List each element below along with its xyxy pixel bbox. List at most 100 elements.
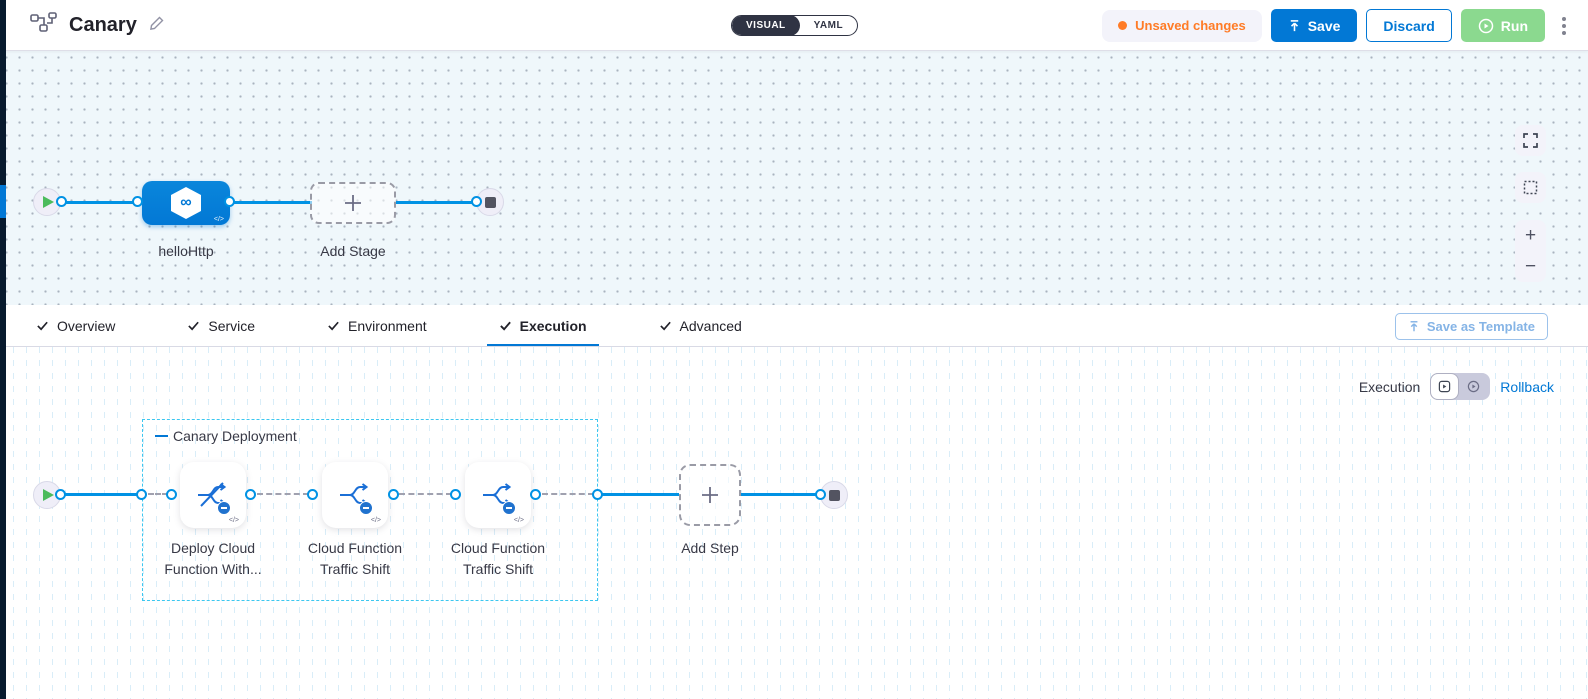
tab-label: Execution [519,317,587,334]
tab-label: Advanced [679,317,742,334]
step-traffic-shift-2[interactable]: </> [465,462,531,528]
check-icon [37,321,48,331]
connector-dot[interactable] [56,196,67,207]
infinity-glyph: ∞ [180,194,192,211]
code-icon: </> [213,216,224,223]
more-options-kebab-icon[interactable] [1554,11,1574,41]
check-icon [328,321,339,331]
toggle-yaml[interactable]: YAML [813,20,844,31]
tab-execution[interactable]: Execution [486,305,599,346]
gcf-badge-icon [217,501,231,515]
code-icon: </> [513,517,524,524]
gcf-badge-icon [359,501,373,515]
plus-icon [345,195,361,211]
rollback-mode-button[interactable] [1459,373,1488,400]
check-icon [188,321,200,331]
connector-line [396,201,477,204]
tab-overview[interactable]: Overview [32,305,119,346]
start-play-icon [43,196,54,208]
upload-icon [1408,320,1420,333]
unsaved-label: Unsaved changes [1135,18,1246,33]
selection-square-icon [1523,180,1538,195]
save-as-template-button[interactable]: Save as Template [1394,313,1548,340]
add-stage-button[interactable] [310,182,396,224]
stop-square-icon [828,489,840,501]
tab-label: Overview [57,317,116,334]
collapse-minus-icon[interactable] [155,434,168,438]
zoom-out-button[interactable]: − [1524,255,1537,277]
connector-dot[interactable] [224,196,235,207]
zoom-controls: + − [1515,220,1546,282]
code-icon: </> [370,517,381,524]
step-group-canary-deployment[interactable]: Canary Deployment [142,419,598,601]
discard-button[interactable]: Discard [1366,9,1452,42]
connector-line [741,493,817,496]
save-label: Save [1307,17,1341,34]
connector-line [602,493,679,496]
connector-dot[interactable] [132,196,143,207]
connector-dot[interactable] [307,489,318,500]
nav-highlight [0,185,6,218]
execution-rollback-toggle [1430,373,1491,400]
connector-dot[interactable] [530,489,541,500]
connector-dot[interactable] [592,489,603,500]
tab-label: Environment [348,317,427,334]
execution-mode-button[interactable] [1430,373,1460,400]
execution-graph-canvas[interactable]: Execution Rollback Canary Deployment [0,347,1588,699]
stage-node-hellohttp[interactable]: ∞ </> [142,181,230,225]
tab-environment[interactable]: Environment [323,305,431,346]
gcf-badge-icon [502,501,516,515]
discard-label: Discard [1383,17,1435,34]
stage-label: helloHttp [158,243,214,259]
dashed-connector [148,493,168,495]
step-traffic-shift-1[interactable]: </> [322,462,388,528]
fullscreen-button[interactable] [1515,125,1546,156]
upload-icon [1288,19,1301,33]
run-button[interactable]: Run [1460,9,1545,42]
run-label: Run [1500,17,1528,34]
rollback-link[interactable]: Rollback [1500,378,1554,395]
fit-to-screen-button[interactable] [1515,172,1546,203]
edit-pencil-icon[interactable] [149,15,165,35]
connector-dot[interactable] [815,489,826,500]
stop-square-icon [484,196,496,208]
connector-dot[interactable] [450,489,461,500]
visual-yaml-toggle: VISUAL YAML [731,15,859,36]
connector-dot[interactable] [245,489,256,500]
add-step-button[interactable] [679,464,741,526]
connector-line [45,493,145,496]
connector-dot[interactable] [388,489,399,500]
check-icon [499,321,511,331]
plus-icon [702,487,718,503]
dashed-connector [399,493,452,495]
connector-dot[interactable] [55,489,66,500]
add-stage-label: Add Stage [320,243,386,259]
execution-icon [1439,380,1451,393]
connector-line [230,201,312,204]
run-play-icon [1478,18,1494,34]
toggle-visual[interactable]: VISUAL [732,16,800,35]
rollback-icon [1468,380,1480,393]
connector-dot[interactable] [471,196,482,207]
zoom-in-button[interactable]: + [1524,224,1537,246]
stage-tabs: Overview Service Environment Execution A… [0,305,1588,347]
dashed-connector [257,493,309,495]
fullscreen-icon [1523,133,1538,148]
stage-graph-canvas[interactable]: ∞ </> helloHttp Add Stage + − [0,51,1588,305]
group-label: Canary Deployment [173,428,297,444]
save-button[interactable]: Save [1270,9,1358,42]
serverless-hexagon-icon: ∞ [171,187,201,219]
unsaved-dot-icon [1118,21,1128,30]
tab-service[interactable]: Service [183,305,259,346]
collapsed-nav-strip[interactable] [0,0,6,699]
connector-dot[interactable] [166,489,177,500]
check-icon [659,321,671,331]
connector-dot[interactable] [136,489,147,500]
execution-toolbar: Execution Rollback [1359,373,1554,400]
tab-advanced[interactable]: Advanced [655,305,746,346]
pipeline-header: Canary VISUAL YAML Unsaved changes Save … [0,0,1588,51]
step-deploy-cloud-function[interactable]: </> [180,462,246,528]
save-as-template-label: Save as Template [1426,319,1535,334]
